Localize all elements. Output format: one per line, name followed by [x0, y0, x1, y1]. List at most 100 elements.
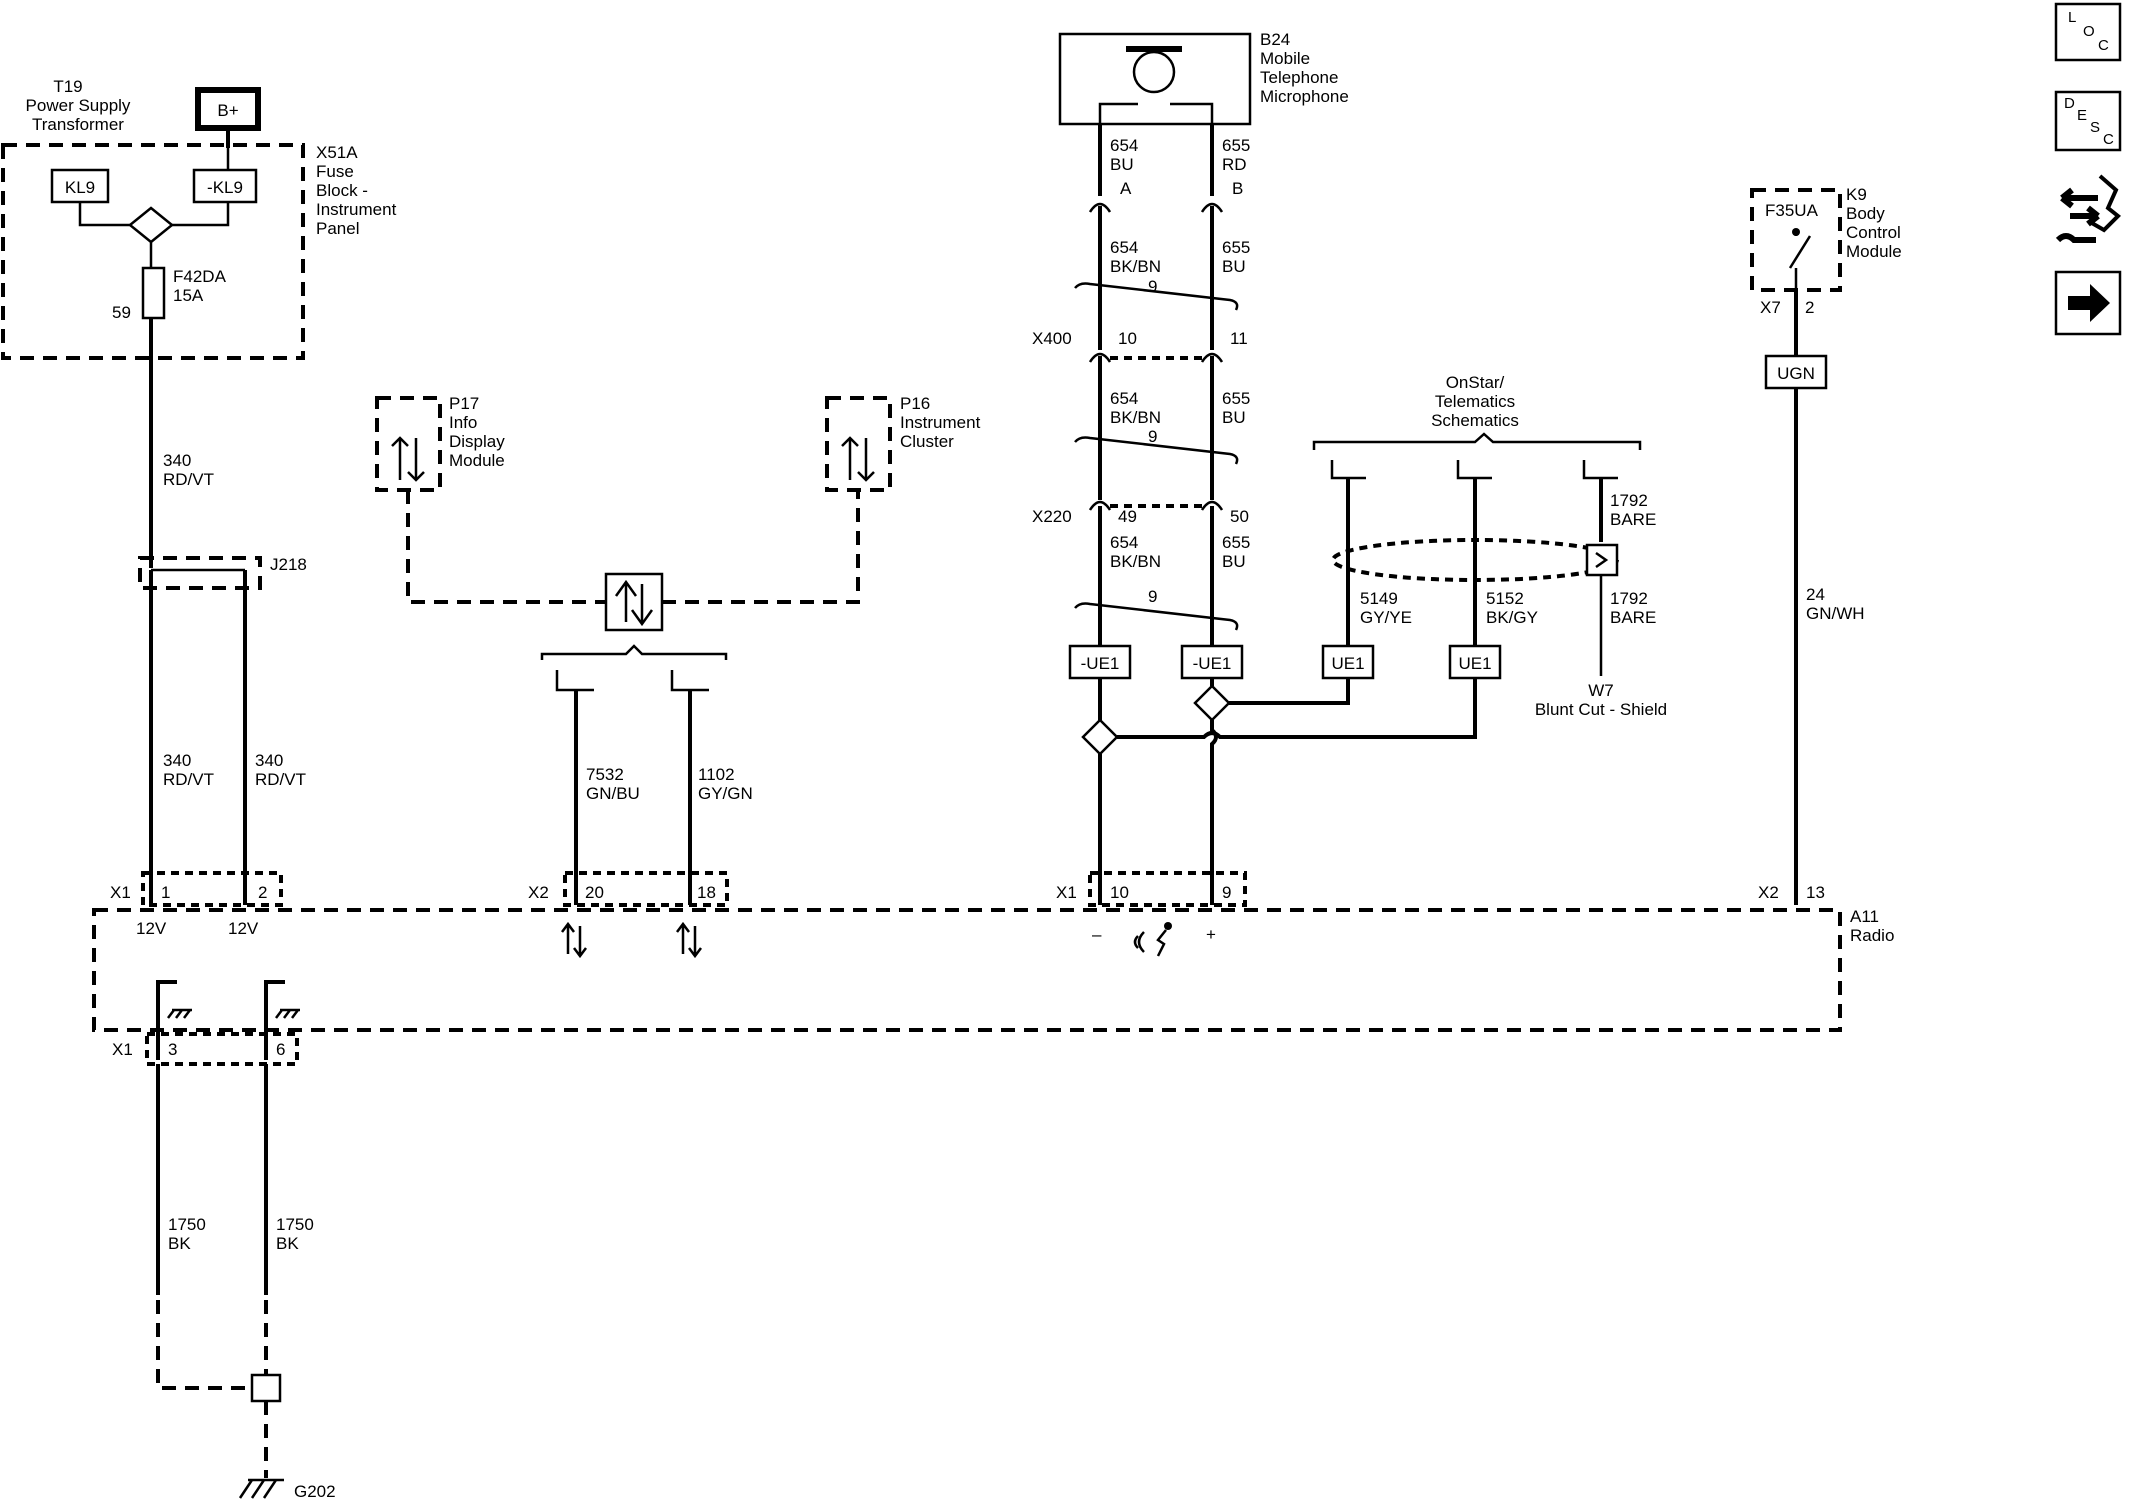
connector-tool-icon[interactable]: [2055, 174, 2121, 243]
wire-5149-color: GY/YE: [1360, 608, 1412, 627]
k9-label-line4: Module: [1846, 242, 1902, 261]
legend-desc-button[interactable]: D E S C: [2054, 90, 2122, 152]
kl9-bus-lines: [78, 202, 230, 227]
p17-label-line2: Info: [449, 413, 477, 432]
onstar-label-line2: Telematics: [1435, 392, 1515, 411]
k9-body-control-module-label: K9 Body Control Module: [1846, 185, 1902, 261]
wires-654-655-segment-4: [1098, 506, 1214, 646]
arrow-right-icon: [2068, 284, 2110, 322]
f35ua-label: F35UA: [1765, 201, 1819, 220]
serial-data-bus-dashed: [406, 490, 860, 604]
x2-pin-18: 18: [697, 883, 716, 902]
jumper-ue1-right: [1117, 678, 1477, 739]
wire-7532-color: GN/BU: [586, 784, 640, 803]
wire-655-rd-number: 655: [1222, 136, 1250, 155]
k9-label-line3: Control: [1846, 223, 1901, 242]
x1-pin-1: 1: [161, 883, 170, 902]
x220-pin-49: 49: [1118, 507, 1137, 526]
x51a-fuse-block-outline: [1, 143, 305, 360]
wire-655-bu-color: BU: [1222, 257, 1246, 276]
option-neg-ue1-left: -UE1: [1081, 654, 1120, 673]
wire-654-bkbn-color: BK/BN: [1110, 257, 1161, 276]
x51a-label-line4: Instrument: [316, 200, 397, 219]
wire-340-number: 340: [163, 451, 191, 470]
x7-pin-2: 2: [1805, 298, 1814, 317]
f42da-label: F42DA: [173, 267, 227, 286]
t19-label: T19: [53, 77, 82, 96]
f42da-fuse-symbol: [141, 266, 166, 320]
legend-loc-letter-l: L: [2068, 9, 2076, 26]
option-ue1-left: UE1: [1331, 654, 1364, 673]
k9-label-line1: K9: [1846, 185, 1867, 204]
twisted-pair-marker-3: [1074, 602, 1239, 631]
x2-connector-label-a: X2: [528, 883, 549, 902]
legend-desc-letter-d: D: [2064, 95, 2075, 112]
option-neg-ue1-right-box: [1180, 644, 1244, 680]
twist-count-1: 9: [1148, 277, 1157, 296]
wire-655-bu-2-color: BU: [1222, 408, 1246, 427]
p16-label-line2: Instrument: [900, 413, 981, 432]
wire-1792-top-color: BARE: [1610, 510, 1656, 529]
chassis-ground-icon-left: [167, 1008, 192, 1019]
microphone-capsule-icon: [1132, 50, 1176, 94]
p17-serial-data-icon: [391, 436, 425, 482]
t19-power-supply-transformer: T19 Power Supply Transformer: [26, 77, 131, 134]
b24-mobile-telephone-microphone-label: B24 Mobile Telephone Microphone: [1260, 30, 1349, 106]
wire-5152-color: BK/GY: [1486, 608, 1538, 627]
t19-label-line2: Power Supply: [26, 96, 131, 115]
wire-340-right-number: 340: [255, 751, 283, 770]
option-neg-ue1-right: -UE1: [1193, 654, 1232, 673]
x220-connector-arcs: [1088, 500, 1224, 511]
microphone-bar: [1126, 46, 1182, 52]
onstar-wires: [1346, 478, 1603, 646]
b-plus-battery-symbol: B+: [195, 87, 261, 131]
option-leads: [1098, 678, 1214, 720]
legend-loc-button[interactable]: L O C: [2054, 2, 2122, 62]
w7-label: W7: [1588, 681, 1614, 700]
wire-1792-top-number: 1792: [1610, 491, 1648, 510]
x1-connector-pins-3-6: [145, 1032, 299, 1066]
a11-label: A11: [1850, 907, 1879, 926]
wire-655-bu-3-number: 655: [1222, 533, 1250, 552]
g202-ground-icon: [238, 1478, 284, 1499]
wire-5149-number: 5149: [1360, 589, 1398, 608]
option-ue1-right: UE1: [1458, 654, 1491, 673]
microphone-leads: [1098, 102, 1214, 124]
b24-label-line2: Mobile: [1260, 49, 1310, 68]
wire-655-bu-number: 655: [1222, 238, 1250, 257]
twisted-pair-marker-2: [1074, 436, 1239, 465]
legend-loc-letter-o: O: [2083, 23, 2095, 40]
b24-label-line1: B24: [1260, 30, 1290, 49]
b-plus-label: B+: [217, 101, 238, 120]
wire-654-bkbn-3-number: 654: [1110, 533, 1138, 552]
p16-serial-data-icon: [841, 436, 875, 482]
wire-1750-right-color: BK: [276, 1234, 299, 1253]
switch-pivot-icon: [1792, 228, 1800, 236]
wires-1750-bk: [156, 1064, 268, 1295]
mic-negative-sign: –: [1092, 925, 1102, 944]
pin-ab-connector-arcs: [1088, 202, 1224, 213]
wire-655-to-radio: [1210, 720, 1218, 905]
p17-module-outline: [375, 396, 442, 492]
x220-connector-label: X220: [1032, 507, 1072, 526]
a11-description: Radio: [1850, 926, 1894, 945]
wire-340-left-number: 340: [163, 751, 191, 770]
f35ua-switch-icon: [1788, 230, 1812, 290]
onstar-bracket: [1312, 432, 1642, 450]
x2-pin-13: 13: [1806, 883, 1825, 902]
onstar-label-line3: Schematics: [1431, 411, 1519, 430]
twist-count-3: 9: [1148, 587, 1157, 606]
x1-pin-2: 2: [258, 883, 267, 902]
wires-340-to-radio: [149, 570, 247, 905]
gateway-arrow-up: [614, 579, 638, 622]
option-ue1-right-box: [1448, 644, 1502, 680]
wire-1750-left-number: 1750: [168, 1215, 206, 1234]
wire-1750-right-number: 1750: [276, 1215, 314, 1234]
wire-654-bkbn-2-number: 654: [1110, 389, 1138, 408]
kl9-box: [50, 168, 110, 204]
wire-655-bu-2-number: 655: [1222, 389, 1250, 408]
p17-label-line3: Display: [449, 432, 505, 451]
serial-data-bracket: [540, 644, 728, 660]
next-page-arrow-button[interactable]: [2054, 270, 2122, 336]
